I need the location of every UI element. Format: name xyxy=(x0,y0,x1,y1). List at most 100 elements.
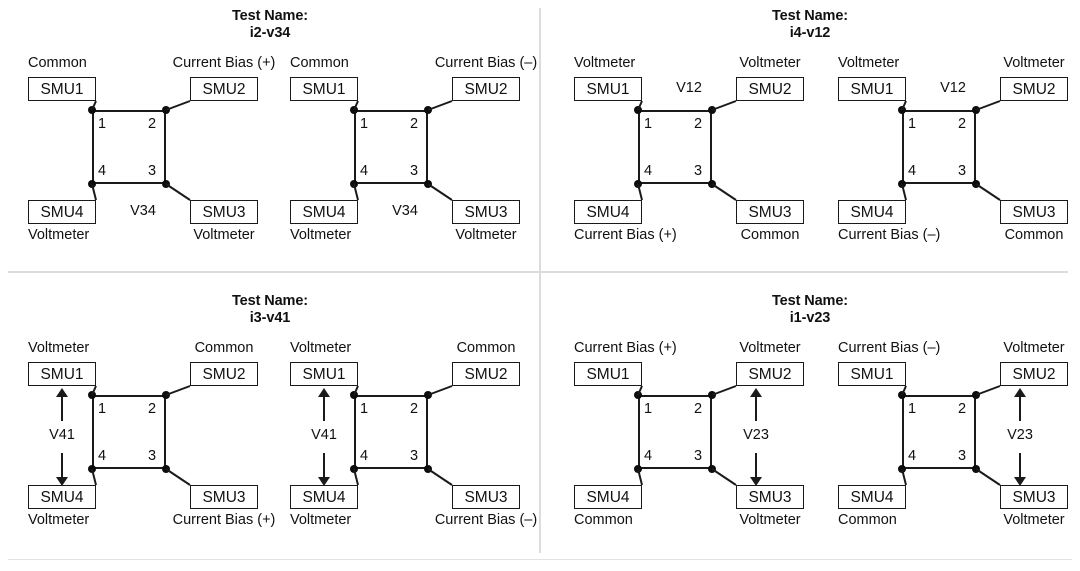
role-label-top-left: Common xyxy=(290,55,349,71)
vertical-divider xyxy=(539,8,541,553)
smu-box-smu2[interactable]: SMU2 xyxy=(190,362,258,386)
measurement-arrow-V41 xyxy=(55,388,69,486)
role-label-top-right-text: Voltmeter xyxy=(739,340,801,356)
smu-box-smu1[interactable]: SMU1 xyxy=(574,77,642,101)
panel-title: Test Name:i1-v23 xyxy=(540,293,1080,327)
contact-number-3: 3 xyxy=(148,448,157,464)
smu-box-smu2[interactable]: SMU2 xyxy=(452,77,520,101)
test-name-prefix: Test Name: xyxy=(771,8,849,24)
measurement-arrow-V12: V12 xyxy=(644,78,734,98)
smu-box-smu1[interactable]: SMU1 xyxy=(290,77,358,101)
smu-box-smu2[interactable]: SMU2 xyxy=(1000,77,1068,101)
contact-number-1: 1 xyxy=(644,401,653,417)
measurement-label: V23 xyxy=(743,427,769,443)
lead-wires xyxy=(353,385,453,486)
role-label-bottom-right-text: Common xyxy=(740,227,800,243)
arrow-shaft-lower xyxy=(1019,453,1021,479)
measurement-arrow-V23 xyxy=(1013,388,1027,486)
smu-box-smu3[interactable]: SMU3 xyxy=(452,485,520,509)
horizontal-divider xyxy=(8,271,1068,273)
smu-box-smu2[interactable]: SMU2 xyxy=(452,362,520,386)
smu-box-smu4[interactable]: SMU4 xyxy=(574,485,642,509)
role-label-top-right-text: Common xyxy=(456,340,516,356)
role-label-bottom-left: Common xyxy=(838,512,897,528)
smu-box-smu4[interactable]: SMU4 xyxy=(838,200,906,224)
arrow-shaft-lower xyxy=(61,453,63,479)
contact-number-3: 3 xyxy=(958,163,967,179)
smu-box-smu3[interactable]: SMU3 xyxy=(452,200,520,224)
role-label-top-left: Voltmeter xyxy=(290,340,352,356)
measurement-label: V12 xyxy=(644,78,734,98)
role-label-top-left: Voltmeter xyxy=(28,340,90,356)
smu-box-smu3[interactable]: SMU3 xyxy=(190,485,258,509)
contact-number-4: 4 xyxy=(98,448,107,464)
lead-wires xyxy=(637,385,737,486)
role-label-bottom-left: Voltmeter xyxy=(290,512,352,528)
contact-number-2: 2 xyxy=(694,116,703,132)
smu-box-smu3[interactable]: SMU3 xyxy=(1000,485,1068,509)
smu-box-smu1[interactable]: SMU1 xyxy=(28,77,96,101)
contact-number-3: 3 xyxy=(410,448,419,464)
measurement-arrow-V34: V34 xyxy=(360,201,450,221)
contact-number-2: 2 xyxy=(410,401,419,417)
arrow-shaft-lower xyxy=(323,453,325,479)
measurement-arrow-V23 xyxy=(749,388,763,486)
smu-box-smu1[interactable]: SMU1 xyxy=(838,77,906,101)
role-label-bottom-left: Current Bias (+) xyxy=(574,227,677,243)
contact-number-2: 2 xyxy=(694,401,703,417)
test-name-prefix: Test Name: xyxy=(231,293,309,309)
contact-number-3: 3 xyxy=(410,163,419,179)
smu-box-smu2[interactable]: SMU2 xyxy=(190,77,258,101)
smu-box-smu1[interactable]: SMU1 xyxy=(574,362,642,386)
contact-number-3: 3 xyxy=(694,163,703,179)
role-label-bottom-right-text: Current Bias (+) xyxy=(172,512,276,528)
smu-box-smu1[interactable]: SMU1 xyxy=(838,362,906,386)
arrow-head-up xyxy=(318,388,330,397)
contact-number-3: 3 xyxy=(958,448,967,464)
measurement-label: V12 xyxy=(908,78,998,98)
smu-box-smu2[interactable]: SMU2 xyxy=(736,362,804,386)
role-label-top-right-text: Voltmeter xyxy=(1003,340,1065,356)
smu-box-smu4[interactable]: SMU4 xyxy=(290,200,358,224)
measurement-label: V41 xyxy=(49,427,75,443)
smu-box-smu3[interactable]: SMU3 xyxy=(190,200,258,224)
role-label-top-right-text: Voltmeter xyxy=(1003,55,1065,71)
sample-square xyxy=(638,110,712,184)
role-label-top-left: Current Bias (–) xyxy=(838,340,941,356)
smu-box-smu3[interactable]: SMU3 xyxy=(736,485,804,509)
contact-number-2: 2 xyxy=(148,116,157,132)
test-name-prefix: Test Name: xyxy=(231,8,309,24)
sample-square xyxy=(638,395,712,469)
arrow-shaft-lower xyxy=(755,453,757,479)
smu-box-smu4[interactable]: SMU4 xyxy=(28,200,96,224)
smu-box-smu2[interactable]: SMU2 xyxy=(1000,362,1068,386)
lead-wires xyxy=(637,100,737,201)
panel-title: Test Name:i2-v34 xyxy=(0,8,540,42)
contact-number-4: 4 xyxy=(360,448,369,464)
smu-box-smu4[interactable]: SMU4 xyxy=(838,485,906,509)
sample-square xyxy=(92,395,166,469)
smu-box-smu3[interactable]: SMU3 xyxy=(1000,200,1068,224)
lead-wires xyxy=(91,385,191,486)
role-label-bottom-right-text: Voltmeter xyxy=(1003,512,1065,528)
contact-number-4: 4 xyxy=(644,448,653,464)
role-label-top-right-text: Voltmeter xyxy=(739,55,801,71)
measurement-arrow-V34: V34 xyxy=(98,201,188,221)
smu-box-smu4[interactable]: SMU4 xyxy=(574,200,642,224)
smu-box-smu1[interactable]: SMU1 xyxy=(290,362,358,386)
lead-wires xyxy=(353,100,453,201)
smu-box-smu3[interactable]: SMU3 xyxy=(736,200,804,224)
smu-box-smu2[interactable]: SMU2 xyxy=(736,77,804,101)
role-label-top-left: Voltmeter xyxy=(838,55,900,71)
smu-box-smu1[interactable]: SMU1 xyxy=(28,362,96,386)
test-name-value: i4-v12 xyxy=(789,25,831,41)
role-label-top-left: Voltmeter xyxy=(574,55,636,71)
